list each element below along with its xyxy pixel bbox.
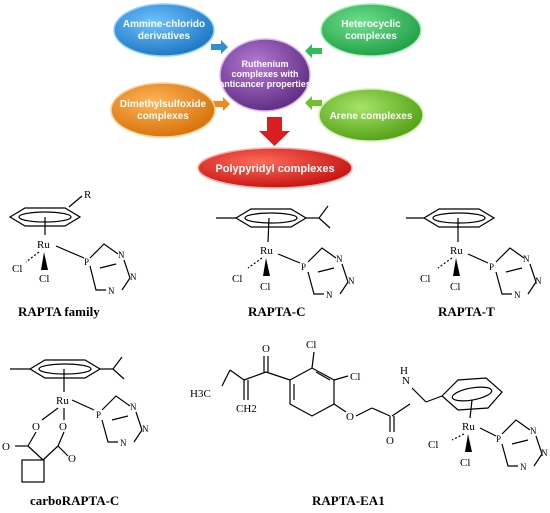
cl-atom-2: Cl xyxy=(260,281,270,293)
dmso-bubble xyxy=(110,82,216,138)
n-atom-2: N xyxy=(520,462,527,472)
rapta-c-structure: Ru Cl Cl P N N N xyxy=(216,205,355,300)
n-atom-1: N xyxy=(336,254,343,264)
label-rapta-c: RAPTA-C xyxy=(248,304,306,319)
arrow-to-polypyridyl xyxy=(259,117,290,146)
n-atom-1: N xyxy=(130,402,137,412)
h3c-group: H3C xyxy=(190,388,211,400)
arrow-het-to-center xyxy=(305,44,322,58)
heterocyclic-bubble xyxy=(320,3,422,57)
polypyridyl-label: Polypyridyl complexes xyxy=(215,163,334,175)
cl-atom-1: Cl xyxy=(420,273,430,285)
center-label-1: Ruthenium xyxy=(242,59,289,69)
o-atom-3: O xyxy=(2,441,10,453)
dmso-label-2: complexes xyxy=(137,111,189,122)
o-atom-4: O xyxy=(68,453,76,465)
carborapta-c-structure: Ru O O O O P N N N xyxy=(2,356,149,483)
p-atom: P xyxy=(84,257,89,267)
n-atom-3: N xyxy=(348,276,355,286)
cl-atom-1: Cl xyxy=(12,263,22,275)
n-atom-3: N xyxy=(130,272,137,282)
n-atom-amide: N xyxy=(402,375,410,387)
n-atom-2: N xyxy=(514,290,521,300)
amine-label-1: Ammine-chlorido xyxy=(123,19,205,30)
n-atom-3: N xyxy=(535,276,542,286)
polypyridyl-bubble xyxy=(197,147,353,189)
ru-atom: Ru xyxy=(37,239,50,251)
label-rapta-ea1: RAPTA-EA1 xyxy=(312,493,385,508)
arrow-amine-to-center xyxy=(211,40,228,54)
cl-atom-aryl-2: Cl xyxy=(350,371,360,383)
cl-atom-aryl-1: Cl xyxy=(306,339,316,351)
arene-bubble xyxy=(318,88,424,142)
n-atom-1: N xyxy=(118,250,125,260)
ru-atom: Ru xyxy=(260,245,273,257)
p-atom: P xyxy=(96,410,101,420)
substituent-r: R xyxy=(84,189,92,201)
concept-diagram: Ammine-chlorido derivatives Heterocyclic… xyxy=(110,3,424,189)
o-atom-ether: O xyxy=(346,411,354,423)
h-atom: H xyxy=(400,365,408,377)
amine-label-2: derivatives xyxy=(138,31,191,42)
label-rapta-t: RAPTA-T xyxy=(438,304,495,319)
o-atom-1: O xyxy=(32,421,40,433)
p-atom: P xyxy=(489,262,494,272)
heterocyclic-label-2: complexes xyxy=(345,31,397,42)
arrow-arene-to-center xyxy=(305,96,322,110)
cl-atom-1: Cl xyxy=(428,439,438,451)
center-label-3: anticancer properties xyxy=(219,79,311,89)
n-atom-3: N xyxy=(142,424,149,434)
amine-bubble xyxy=(113,3,215,57)
center-bubble xyxy=(219,38,311,112)
center-label-2: complexes with xyxy=(231,69,298,79)
heterocyclic-label-1: Heterocyclic xyxy=(341,19,401,30)
p-atom: P xyxy=(496,434,501,444)
cl-atom-1: Cl xyxy=(232,273,242,285)
cl-atom-2: Cl xyxy=(460,457,470,469)
rapta-family-structure: R Ru Cl Cl P N N N xyxy=(8,189,137,296)
arrow-dmso-to-center xyxy=(213,97,230,111)
rapta-ea1-structure: O H3C CH2 Cl Cl O O H N Ru Cl xyxy=(190,339,548,472)
n-atom-3: N xyxy=(541,448,548,458)
n-atom-1: N xyxy=(530,426,537,436)
cl-atom-2: Cl xyxy=(450,281,460,293)
o-atom-amide: O xyxy=(386,435,394,447)
n-atom-2: N xyxy=(108,286,115,296)
n-atom-1: N xyxy=(523,254,530,264)
o-atom-2: O xyxy=(59,421,67,433)
n-atom-2: N xyxy=(120,438,127,448)
ru-atom: Ru xyxy=(450,245,463,257)
cl-atom-2: Cl xyxy=(39,273,49,285)
dmso-label-1: Dimethylsulfoxide xyxy=(120,99,207,110)
rapta-t-structure: Ru Cl Cl P N N N xyxy=(406,208,542,300)
ru-atom: Ru xyxy=(56,395,69,407)
p-atom: P xyxy=(301,262,306,272)
label-carborapta-c: carboRAPTA-C xyxy=(30,493,119,508)
ru-atom: Ru xyxy=(462,421,475,433)
label-rapta-family: RAPTA family xyxy=(18,304,100,319)
n-atom-2: N xyxy=(326,290,333,300)
o-atom-ketone: O xyxy=(262,343,270,355)
arene-label: Arene complexes xyxy=(330,111,413,122)
ch2-group: CH2 xyxy=(236,403,257,415)
